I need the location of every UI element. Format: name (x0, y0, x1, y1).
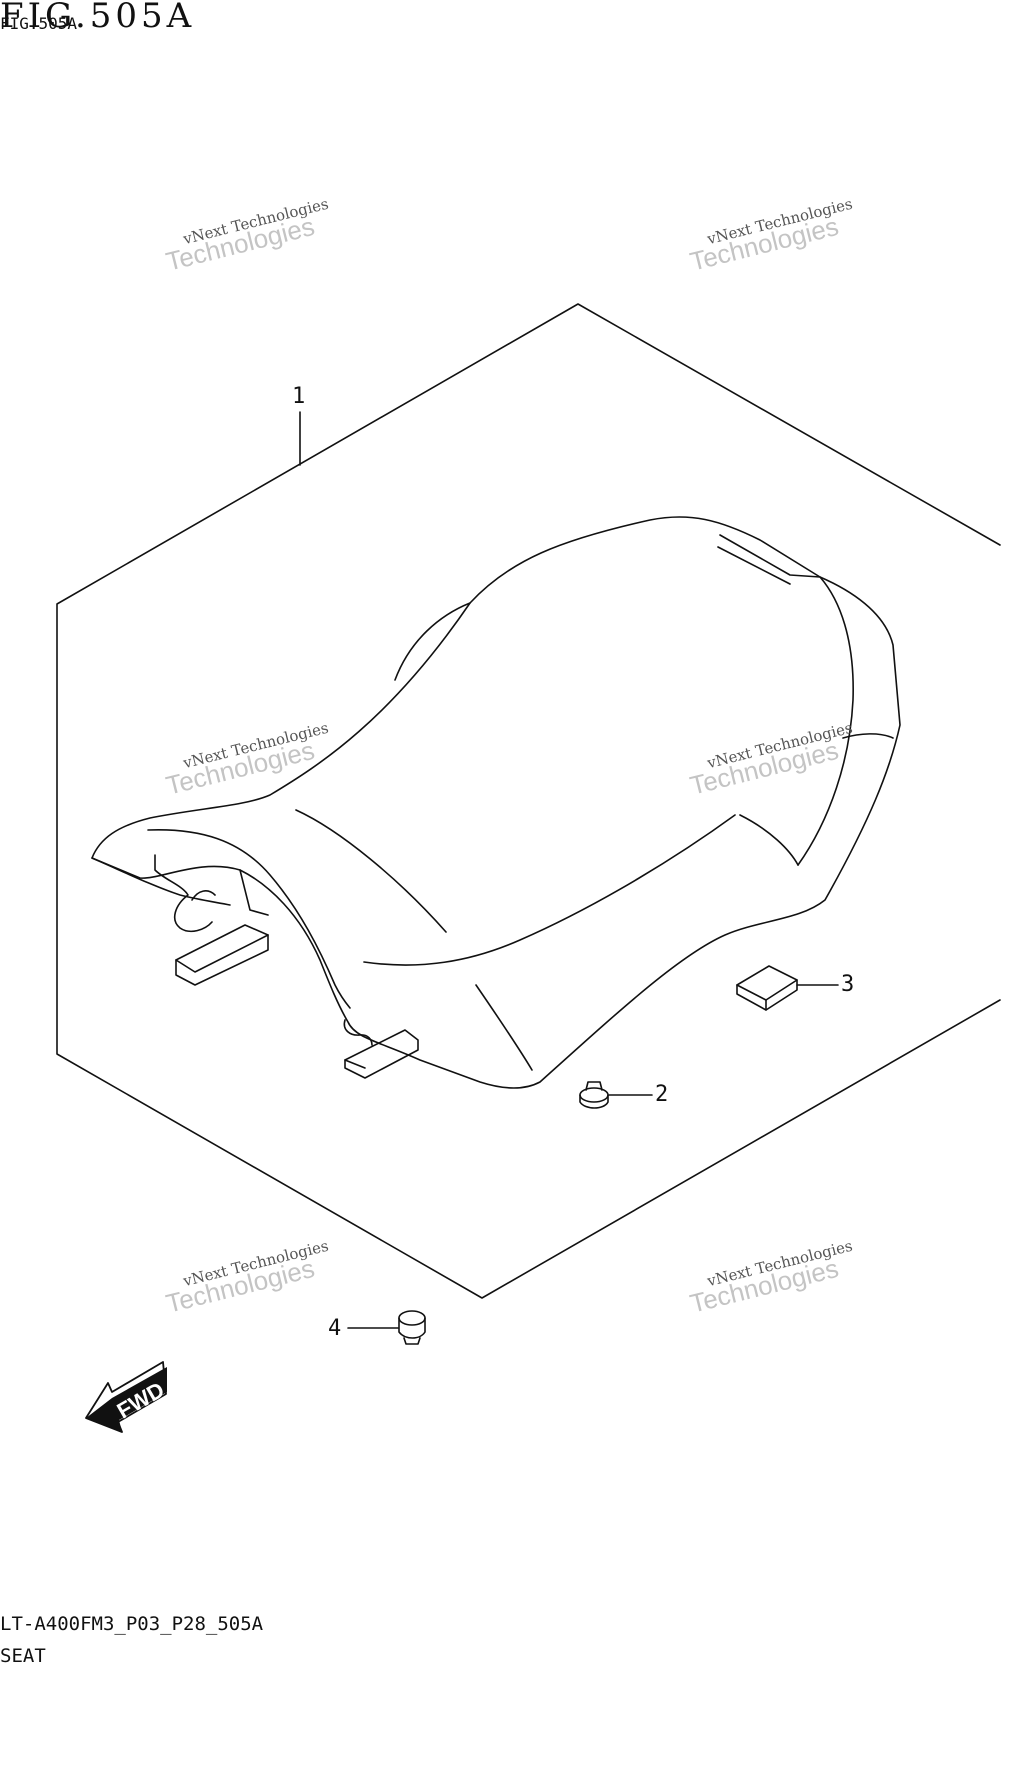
section-name: SEAT (0, 1645, 46, 1667)
callout-4: 4 (328, 1316, 342, 1341)
forward-arrow-icon: FWD (86, 1362, 169, 1432)
callout-3: 3 (841, 972, 855, 997)
callout-2: 2 (655, 1082, 669, 1107)
part-2-cushion (580, 1082, 652, 1108)
callout-1: 1 (292, 384, 306, 409)
part-3-pad (737, 966, 838, 1010)
seat-drawing (92, 517, 900, 1088)
part-4-cushion (348, 1311, 425, 1344)
model-code: LT-A400FM3_P03_P28_505A (0, 1613, 264, 1635)
figure-subtitle: FIG.505A (0, 14, 78, 33)
assembly-boundary (57, 304, 1000, 1298)
figure-title: FIG.505A (0, 0, 196, 36)
